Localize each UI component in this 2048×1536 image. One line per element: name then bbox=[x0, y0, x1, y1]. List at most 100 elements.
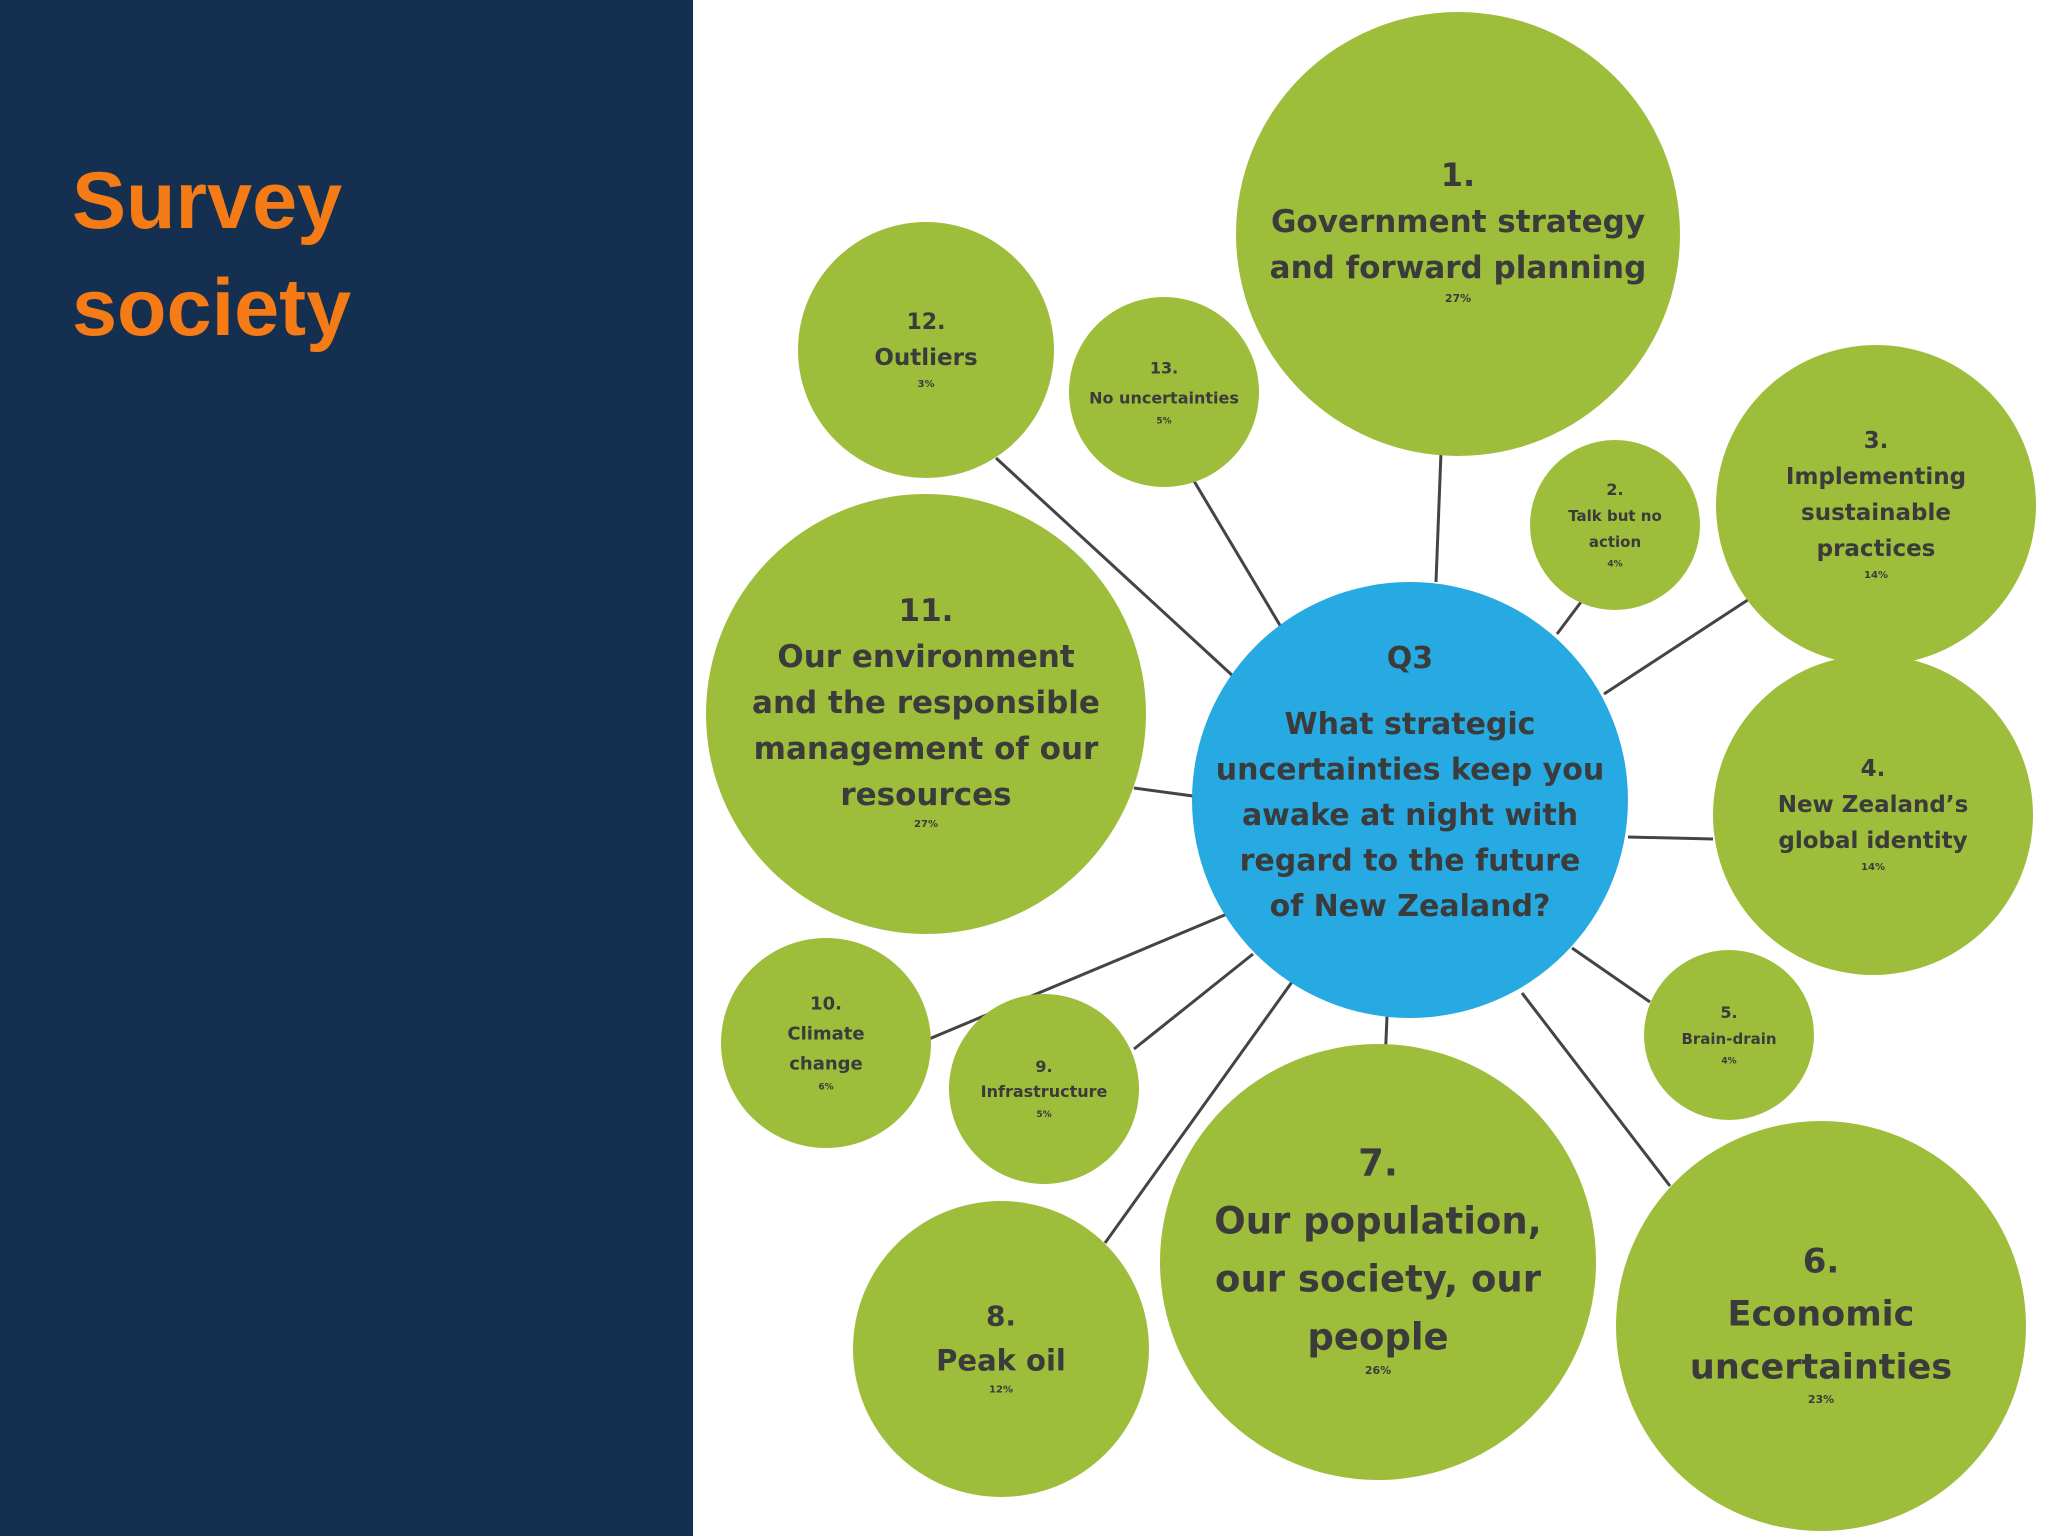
connector-line-4 bbox=[1627, 835, 1714, 841]
bubble-7-label-line-1: Our population, bbox=[1214, 1200, 1542, 1243]
connector-line-10 bbox=[928, 912, 1228, 1041]
bubble-8-label-line-1: Peak oil bbox=[936, 1343, 1066, 1377]
bubble-5-label-line-1: Brain-drain bbox=[1681, 1030, 1776, 1048]
bubble-5-number: 5. bbox=[1720, 1003, 1737, 1022]
bubble-13-percent: 5% bbox=[1156, 417, 1171, 427]
bubble-6-percent: 23% bbox=[1808, 1393, 1834, 1406]
bubble-8: 8. Peak oil 12% bbox=[853, 1201, 1149, 1497]
connector-line-12 bbox=[994, 456, 1236, 679]
center-question-line-2: uncertainties keep you bbox=[1216, 753, 1604, 788]
bubble-10-label-line-1: Climate bbox=[787, 1024, 864, 1045]
bubble-2: 2. Talk but no action 4% bbox=[1530, 440, 1700, 610]
bubble-11-number: 11. bbox=[899, 593, 954, 629]
bubble-10-number: 10. bbox=[810, 994, 842, 1015]
bubble-13-label-line-1: No uncertainties bbox=[1089, 389, 1239, 408]
connector-line-6 bbox=[1520, 992, 1672, 1187]
slide-title: Survey society bbox=[72, 148, 351, 362]
connector-line-3 bbox=[1603, 588, 1764, 696]
bubble-12-circle bbox=[798, 222, 1054, 478]
bubble-4: 4. New Zealand’s global identity 14% bbox=[1713, 655, 2033, 975]
bubble-4-percent: 14% bbox=[1861, 862, 1885, 873]
bubble-1-number: 1. bbox=[1441, 156, 1475, 194]
bubble-6-number: 6. bbox=[1803, 1242, 1840, 1282]
bubble-13-number: 13. bbox=[1150, 359, 1178, 378]
bubble-3-number: 3. bbox=[1864, 428, 1889, 454]
bubble-2-percent: 4% bbox=[1607, 560, 1622, 570]
bubble-11-percent: 27% bbox=[914, 819, 938, 830]
bubble-8-number: 8. bbox=[986, 1299, 1016, 1332]
bubble-11-label-line-2: and the responsible bbox=[752, 685, 1100, 721]
bubble-12-percent: 3% bbox=[918, 379, 935, 390]
connector-line-2 bbox=[1555, 601, 1583, 635]
bubble-2-circle bbox=[1530, 440, 1700, 610]
bubble-12: 12. Outliers 3% bbox=[798, 222, 1054, 478]
bubble-1-circle bbox=[1236, 12, 1680, 456]
bubble-6-label-line-1: Economic bbox=[1728, 1295, 1915, 1335]
bubble-3-label-line-3: practices bbox=[1817, 536, 1936, 562]
bubble-2-number: 2. bbox=[1606, 480, 1623, 499]
bubble-4-number: 4. bbox=[1861, 756, 1886, 782]
bubble-11-circle bbox=[706, 494, 1146, 934]
bubble-6: 6. Economic uncertainties 23% bbox=[1616, 1121, 2026, 1531]
bubble-6-label-line-2: uncertainties bbox=[1690, 1348, 1952, 1388]
bubble-1-percent: 27% bbox=[1445, 292, 1471, 305]
bubble-13-circle bbox=[1069, 297, 1259, 487]
bubble-12-label-line-1: Outliers bbox=[874, 345, 977, 371]
bubble-5-percent: 4% bbox=[1721, 1057, 1736, 1067]
bubble-1-label-line-1: Government strategy bbox=[1271, 204, 1645, 240]
center-bubble-circle bbox=[1192, 582, 1628, 1018]
bubble-7-percent: 26% bbox=[1365, 1364, 1391, 1377]
bubble-3: 3. Implementing sustainable practices 14% bbox=[1716, 345, 2036, 665]
center-question-line-5: of New Zealand? bbox=[1270, 889, 1551, 924]
bubble-13: 13. No uncertainties 5% bbox=[1069, 297, 1259, 487]
bubble-4-label-line-1: New Zealand’s bbox=[1778, 792, 1969, 818]
bubble-3-percent: 14% bbox=[1864, 570, 1888, 581]
center-question-line-4: regard to the future bbox=[1240, 844, 1581, 879]
connector-line-9 bbox=[1133, 952, 1254, 1051]
center-question-line-1: What strategic bbox=[1285, 707, 1536, 742]
center-heading: Q3 bbox=[1387, 641, 1433, 676]
bubble-8-circle bbox=[853, 1201, 1149, 1497]
connector-line-13 bbox=[1192, 480, 1283, 628]
bubble-11-label-line-3: management of our bbox=[754, 731, 1099, 767]
bubble-4-label-line-2: global identity bbox=[1778, 828, 1967, 854]
bubble-6-circle bbox=[1616, 1121, 2026, 1531]
bubble-7: 7.Our population,our society, ourpeople2… bbox=[1160, 1044, 1596, 1480]
bubble-2-label-line-1: Talk but no bbox=[1568, 507, 1662, 525]
bubble-3-label-line-1: Implementing bbox=[1786, 464, 1966, 490]
side-panel: Survey society bbox=[0, 0, 693, 1536]
bubble-2-label-line-2: action bbox=[1589, 533, 1641, 551]
bubble-8-percent: 12% bbox=[989, 1384, 1013, 1395]
bubble-3-circle bbox=[1716, 345, 2036, 665]
bubble-11-label-line-4: resources bbox=[840, 777, 1011, 813]
connector-line-1 bbox=[1434, 451, 1443, 583]
bubble-7-number: 7. bbox=[1358, 1142, 1398, 1185]
bubble-5: 5. Brain-drain 4% bbox=[1644, 950, 1814, 1120]
bubble-3-label-line-2: sustainable bbox=[1801, 500, 1951, 526]
bubble-11: 11. Our environment and the responsible man… bbox=[706, 494, 1146, 934]
bubble-10-circle bbox=[721, 938, 931, 1148]
slide-title-line-2: society bbox=[72, 262, 352, 353]
bubble-4-circle bbox=[1713, 655, 2033, 975]
bubble-10-label-line-2: change bbox=[789, 1054, 863, 1075]
bubble-10-percent: 6% bbox=[818, 1083, 833, 1093]
center-question-line-3: awake at night with bbox=[1242, 798, 1578, 833]
bubble-5-circle bbox=[1644, 950, 1814, 1120]
connector-layer bbox=[928, 451, 1764, 1244]
bubble-10: 10. Climate change 6% bbox=[721, 938, 931, 1148]
connector-line-5 bbox=[1571, 946, 1651, 1004]
bubble-9-circle bbox=[949, 994, 1139, 1184]
bubble-7-circle bbox=[1160, 1044, 1596, 1480]
bubble-11-label-line-1: Our environment bbox=[777, 639, 1074, 675]
bubble-9-label-line-1: Infrastructure bbox=[981, 1082, 1108, 1101]
bubble-7-label-line-2: our society, our bbox=[1215, 1258, 1542, 1301]
slide-title-line-1: Survey bbox=[72, 156, 343, 246]
bubble-12-number: 12. bbox=[907, 310, 946, 335]
bubble-9-number: 9. bbox=[1035, 1057, 1052, 1076]
connector-line-11 bbox=[1133, 786, 1194, 798]
